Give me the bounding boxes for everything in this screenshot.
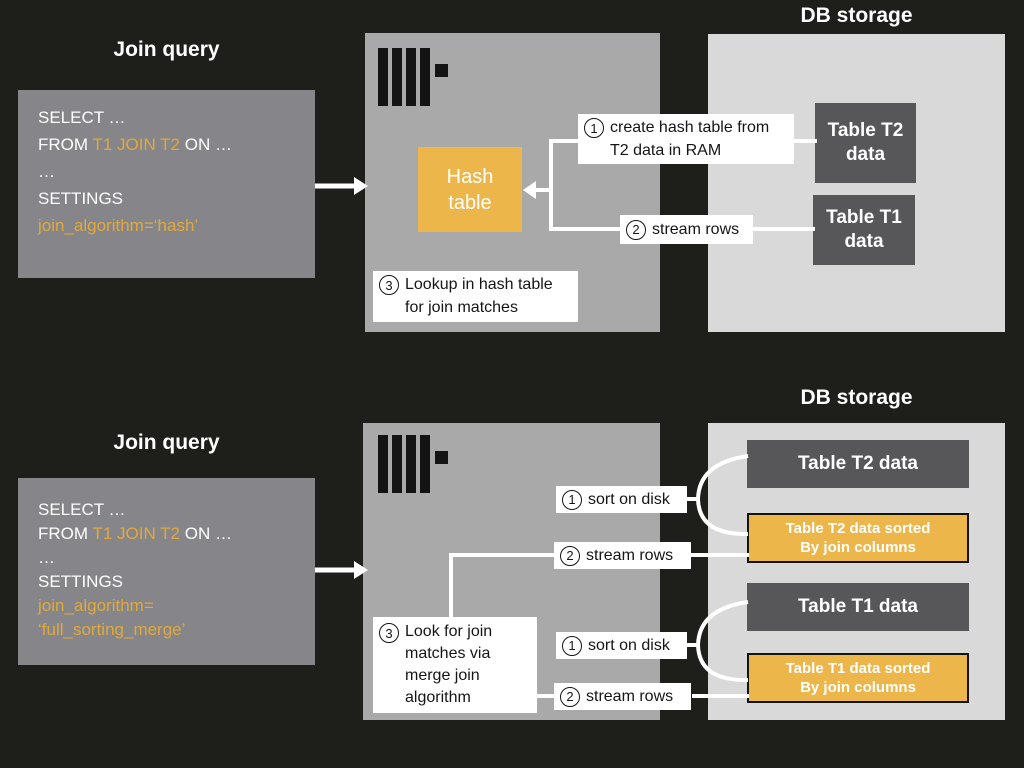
step-text: sort on disk [588,490,670,508]
top-step3-label: 3 Lookup in hash table for join matches [373,271,578,322]
circled-number-icon: 3 [379,623,399,643]
step-text-line: for join matches [405,299,518,316]
step-text: stream rows [586,546,674,564]
code-join-tables: T1 JOIN T2 [92,135,181,154]
logo-bar [406,48,416,106]
top-table-t1-data-box: Table T1 data [813,195,915,265]
table-t2-sorted-line: By join columns [800,539,916,556]
step-text-line: T2 data in RAM [610,142,722,159]
code-line-settings: SETTINGS [38,189,124,208]
top-query-box [18,90,315,278]
arrowhead-icon [354,177,368,195]
top-step2-label: 2 stream rows [620,215,753,244]
code-line-from: FROM T1 JOIN T2 ON … [38,522,232,546]
code-line-settings: SETTINGS [38,572,124,591]
table-t2-sorted-line: Table T2 data sorted [785,520,931,537]
clickhouse-logo-icon [378,435,448,493]
logo-bar [420,435,430,493]
bracket-connector [549,139,620,231]
code-join-tables: T1 JOIN T2 [92,524,181,543]
logo-bar [378,435,388,493]
step-text-line: algorithm [405,689,471,706]
step-text-line: Lookup in hash table [405,276,553,293]
sort1-brace [695,454,749,537]
table-t1-label-line: data [844,231,884,252]
bottom-step3-label: 3 Look for join matches via merge join a… [373,617,537,713]
bottom-table-t2-sorted-box: Table T2 data sorted By join columns [747,513,969,563]
step-text: sort on disk [588,636,670,654]
logo-bar [420,48,430,106]
circled-number-icon: 2 [626,219,646,240]
arrowhead-icon [523,181,536,199]
step-text-line: create hash table from [610,119,770,136]
code-line-ellipsis: … [38,162,55,181]
circled-number-icon: 2 [560,545,580,566]
bottom-db-storage-title: DB storage [800,386,913,409]
circled-number-icon: 2 [560,686,580,707]
bottom-table-t1-sorted-box: Table T1 data sorted By join columns [747,653,969,703]
arrowhead-icon [354,561,368,579]
logo-dot [435,64,448,77]
logo-bar [392,48,402,106]
hash-table-box: Hash table [418,147,522,232]
code-line-from: FROM T1 JOIN T2 ON … [38,131,232,158]
top-table-t2-data-box: Table T2 data [815,103,916,183]
bottom-join-query-title: Join query [113,431,220,454]
hash-table-label-line: table [448,191,492,214]
circled-number-icon: 1 [584,118,604,138]
code-line-select: SELECT … [38,500,126,519]
table-t1-sorted-line: By join columns [800,679,916,696]
code-line-select: SELECT … [38,108,126,127]
top-query-code: SELECT … FROM T1 JOIN T2 ON … … SETTINGS… [38,104,232,239]
logo-dot [435,451,448,464]
table-t2-label-line: data [845,144,886,165]
step-text: stream rows [652,220,740,238]
bottom-table-t1-data-box: Table T1 data [747,583,969,631]
code-line-ellipsis: … [38,548,55,567]
bottom-table-t2-data-box: Table T2 data [747,440,969,488]
code-line-algorithm-value: ‘full_sorting_merge’ [38,620,186,639]
table-t2-label-line: Table T2 [827,120,904,141]
clickhouse-logo-icon [378,48,448,106]
bottom-sort1-label: 1 sort on disk [556,486,687,513]
step-text-line: Look for join [405,623,493,640]
circled-number-icon: 1 [562,489,582,510]
bottom-query-box [18,478,315,665]
table-t1-label-line: Table T1 [826,207,902,228]
bottom-sort2-label: 1 sort on disk [556,632,687,659]
step-text-line: merge join [405,667,480,684]
step-text: stream rows [586,687,674,705]
code-line-algorithm: join_algorithm= [38,596,154,615]
logo-bar [392,435,402,493]
bottom-stream1-label: 2 stream rows [554,542,691,569]
line-stream1-to-step3 [449,553,554,617]
top-db-storage-box [708,34,1005,332]
table-t1-sorted-line: Table T1 data sorted [785,660,931,677]
top-db-storage-title: DB storage [800,4,913,27]
hash-table-label-line: Hash [446,165,494,188]
circled-number-icon: 1 [562,635,582,656]
top-step1-label: 1 create hash table from T2 data in RAM [578,114,794,164]
logo-bar [406,435,416,493]
code-from: FROM [38,524,93,543]
step-text-line: matches via [405,645,491,662]
bottom-stream2-label: 2 stream rows [554,683,691,710]
code-from: FROM [38,135,93,154]
code-on: ON … [180,135,232,154]
code-on: ON … [180,524,232,543]
sort2-brace [695,600,749,683]
table-t2-label: Table T2 data [797,453,918,474]
table-t1-label: Table T1 data [797,596,918,617]
logo-bar [378,48,388,106]
circled-number-icon: 3 [379,275,399,295]
code-line-algorithm: join_algorithm=‘hash’ [38,216,199,235]
top-join-query-title: Join query [113,38,220,61]
bottom-query-code: SELECT … FROM T1 JOIN T2 ON … … SETTINGS… [38,498,232,642]
